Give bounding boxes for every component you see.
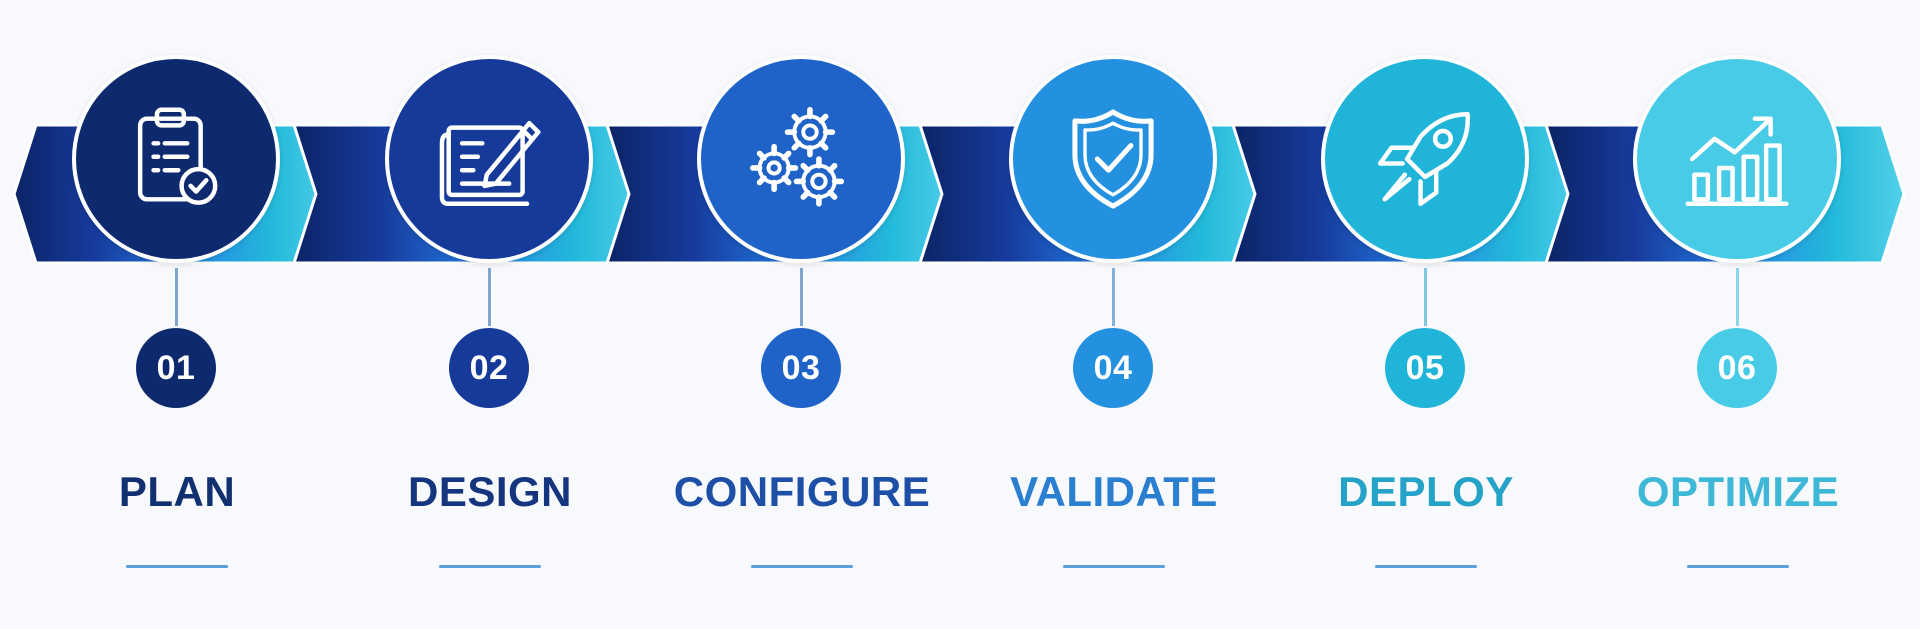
- step-number-badge: 05: [1385, 328, 1465, 408]
- step-label: DESIGN: [407, 468, 573, 515]
- step-label: PLAN: [118, 468, 236, 515]
- step-connector: [1424, 268, 1427, 326]
- step-connector: [175, 268, 178, 326]
- step-label: DEPLOY: [1338, 468, 1514, 515]
- step-icon-circle: [72, 55, 280, 263]
- step-connector: [800, 268, 803, 326]
- step-connector: [1736, 268, 1739, 326]
- step-underline: [1687, 565, 1789, 568]
- step-icon-circle: [1633, 55, 1841, 263]
- shield-check-icon: [1057, 103, 1169, 215]
- step-label: CONFIGURE: [673, 468, 931, 515]
- growth-chart-icon: [1681, 103, 1793, 215]
- step-icon-circle: [1009, 55, 1217, 263]
- step-underline: [126, 565, 228, 568]
- clipboard-check-icon: [120, 103, 232, 215]
- step-number-badge: 03: [761, 328, 841, 408]
- step-connector: [1112, 268, 1115, 326]
- step-icon-circle: [1321, 55, 1529, 263]
- step-number-badge: 02: [449, 328, 529, 408]
- step-icon-circle: [385, 55, 593, 263]
- step-underline: [1375, 565, 1477, 568]
- step-connector: [488, 268, 491, 326]
- step-icon-circle: [697, 55, 905, 263]
- step-label: OPTIMIZE: [1636, 468, 1840, 515]
- step-number-badge: 04: [1073, 328, 1153, 408]
- step-underline: [1063, 565, 1165, 568]
- step-underline: [439, 565, 541, 568]
- step-number-badge: 06: [1697, 328, 1777, 408]
- step-label: VALIDATE: [1010, 468, 1218, 515]
- rocket-icon: [1369, 103, 1481, 215]
- gears-icon: [745, 103, 857, 215]
- blueprint-pencil-icon: [433, 103, 545, 215]
- step-number-badge: 01: [136, 328, 216, 408]
- step-underline: [751, 565, 853, 568]
